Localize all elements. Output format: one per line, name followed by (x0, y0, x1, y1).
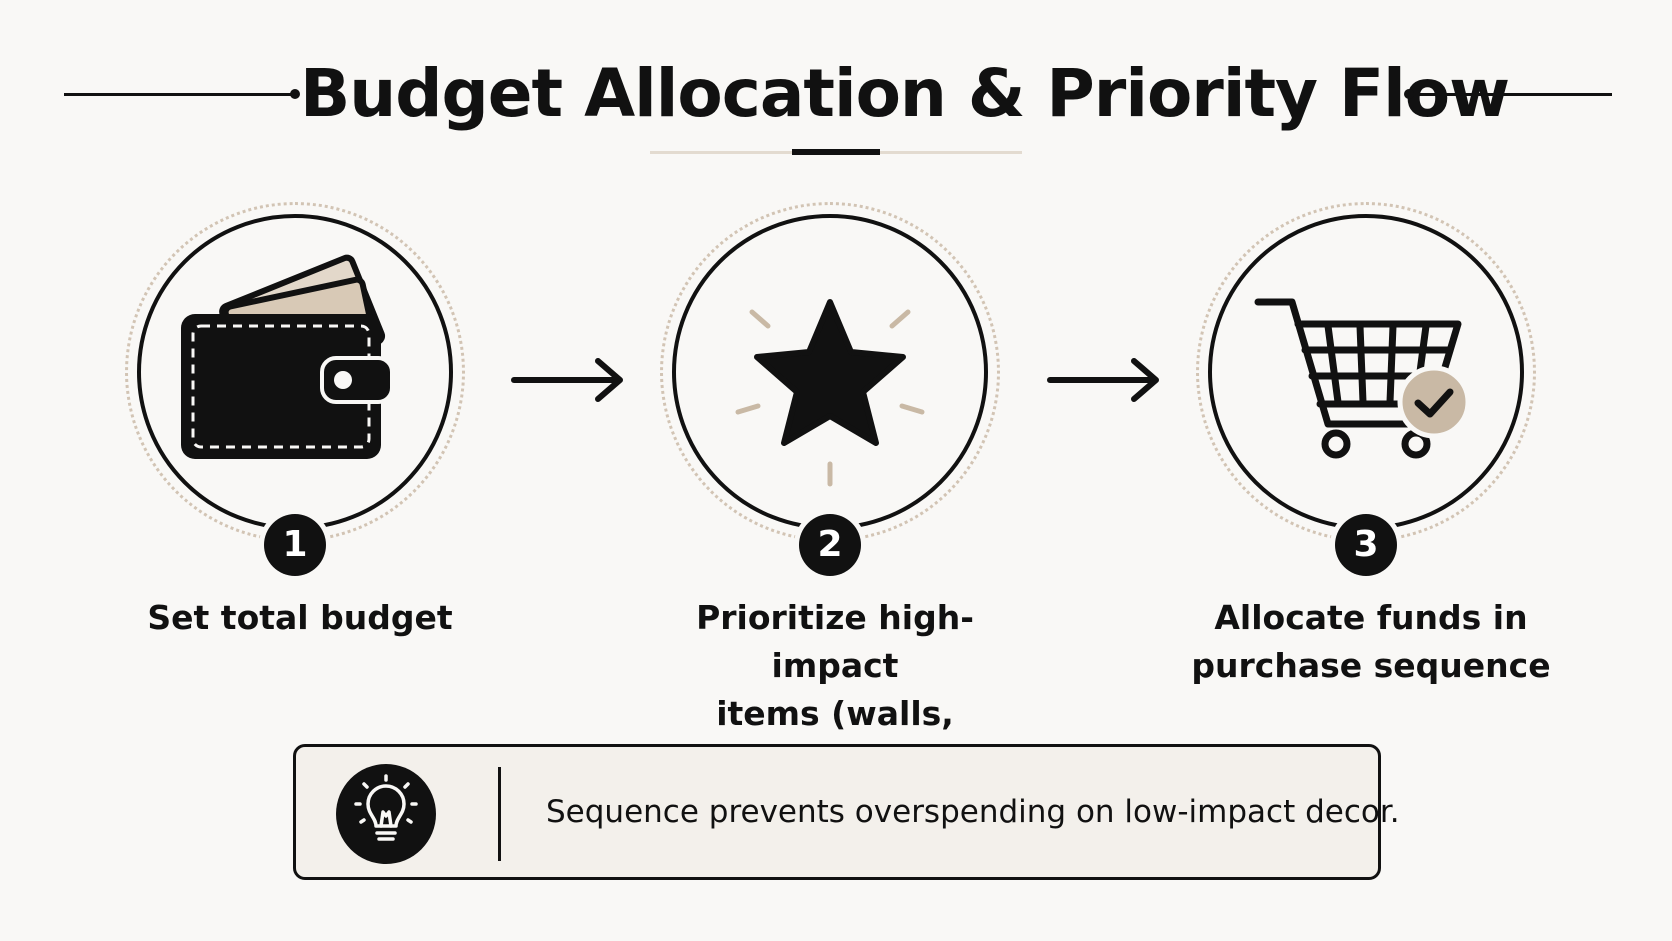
title-rule-dot-right (1404, 89, 1414, 99)
title-rule-dot-left (290, 89, 300, 99)
step-2: 2 Prioritize high-impact items (walls, l… (655, 196, 1015, 781)
title-row: Budget Allocation & Priority Flow (0, 40, 1672, 155)
step-1-number-badge: 1 (264, 514, 326, 576)
title-underline-accent (792, 149, 880, 155)
tip-text: Sequence prevents overspending on low-im… (546, 794, 1400, 830)
arrow-right-icon (1046, 355, 1166, 405)
step-1: 1 Set total budget (120, 196, 480, 696)
tip-callout: Sequence prevents overspending on low-im… (293, 744, 1400, 880)
step-1-label: Set total budget (147, 598, 453, 637)
lightbulb-icon (336, 764, 436, 864)
step-3-label: Allocate funds in purchase sequence (1191, 598, 1551, 685)
shopping-cart-check-icon (1208, 214, 1524, 530)
star-icon (672, 214, 988, 530)
wallet-icon (137, 214, 453, 530)
arrow-right-icon (510, 355, 630, 405)
step-3-circle (1208, 214, 1524, 530)
step-3: 3 Allocate funds in purchase sequence (1191, 196, 1551, 696)
title-rule-left (64, 93, 294, 96)
step-2-number-badge: 2 (799, 514, 861, 576)
tip-divider (498, 767, 501, 861)
step-3-number-badge: 3 (1335, 514, 1397, 576)
title-rule-right (1412, 93, 1612, 96)
page-title: Budget Allocation & Priority Flow (300, 55, 1510, 132)
